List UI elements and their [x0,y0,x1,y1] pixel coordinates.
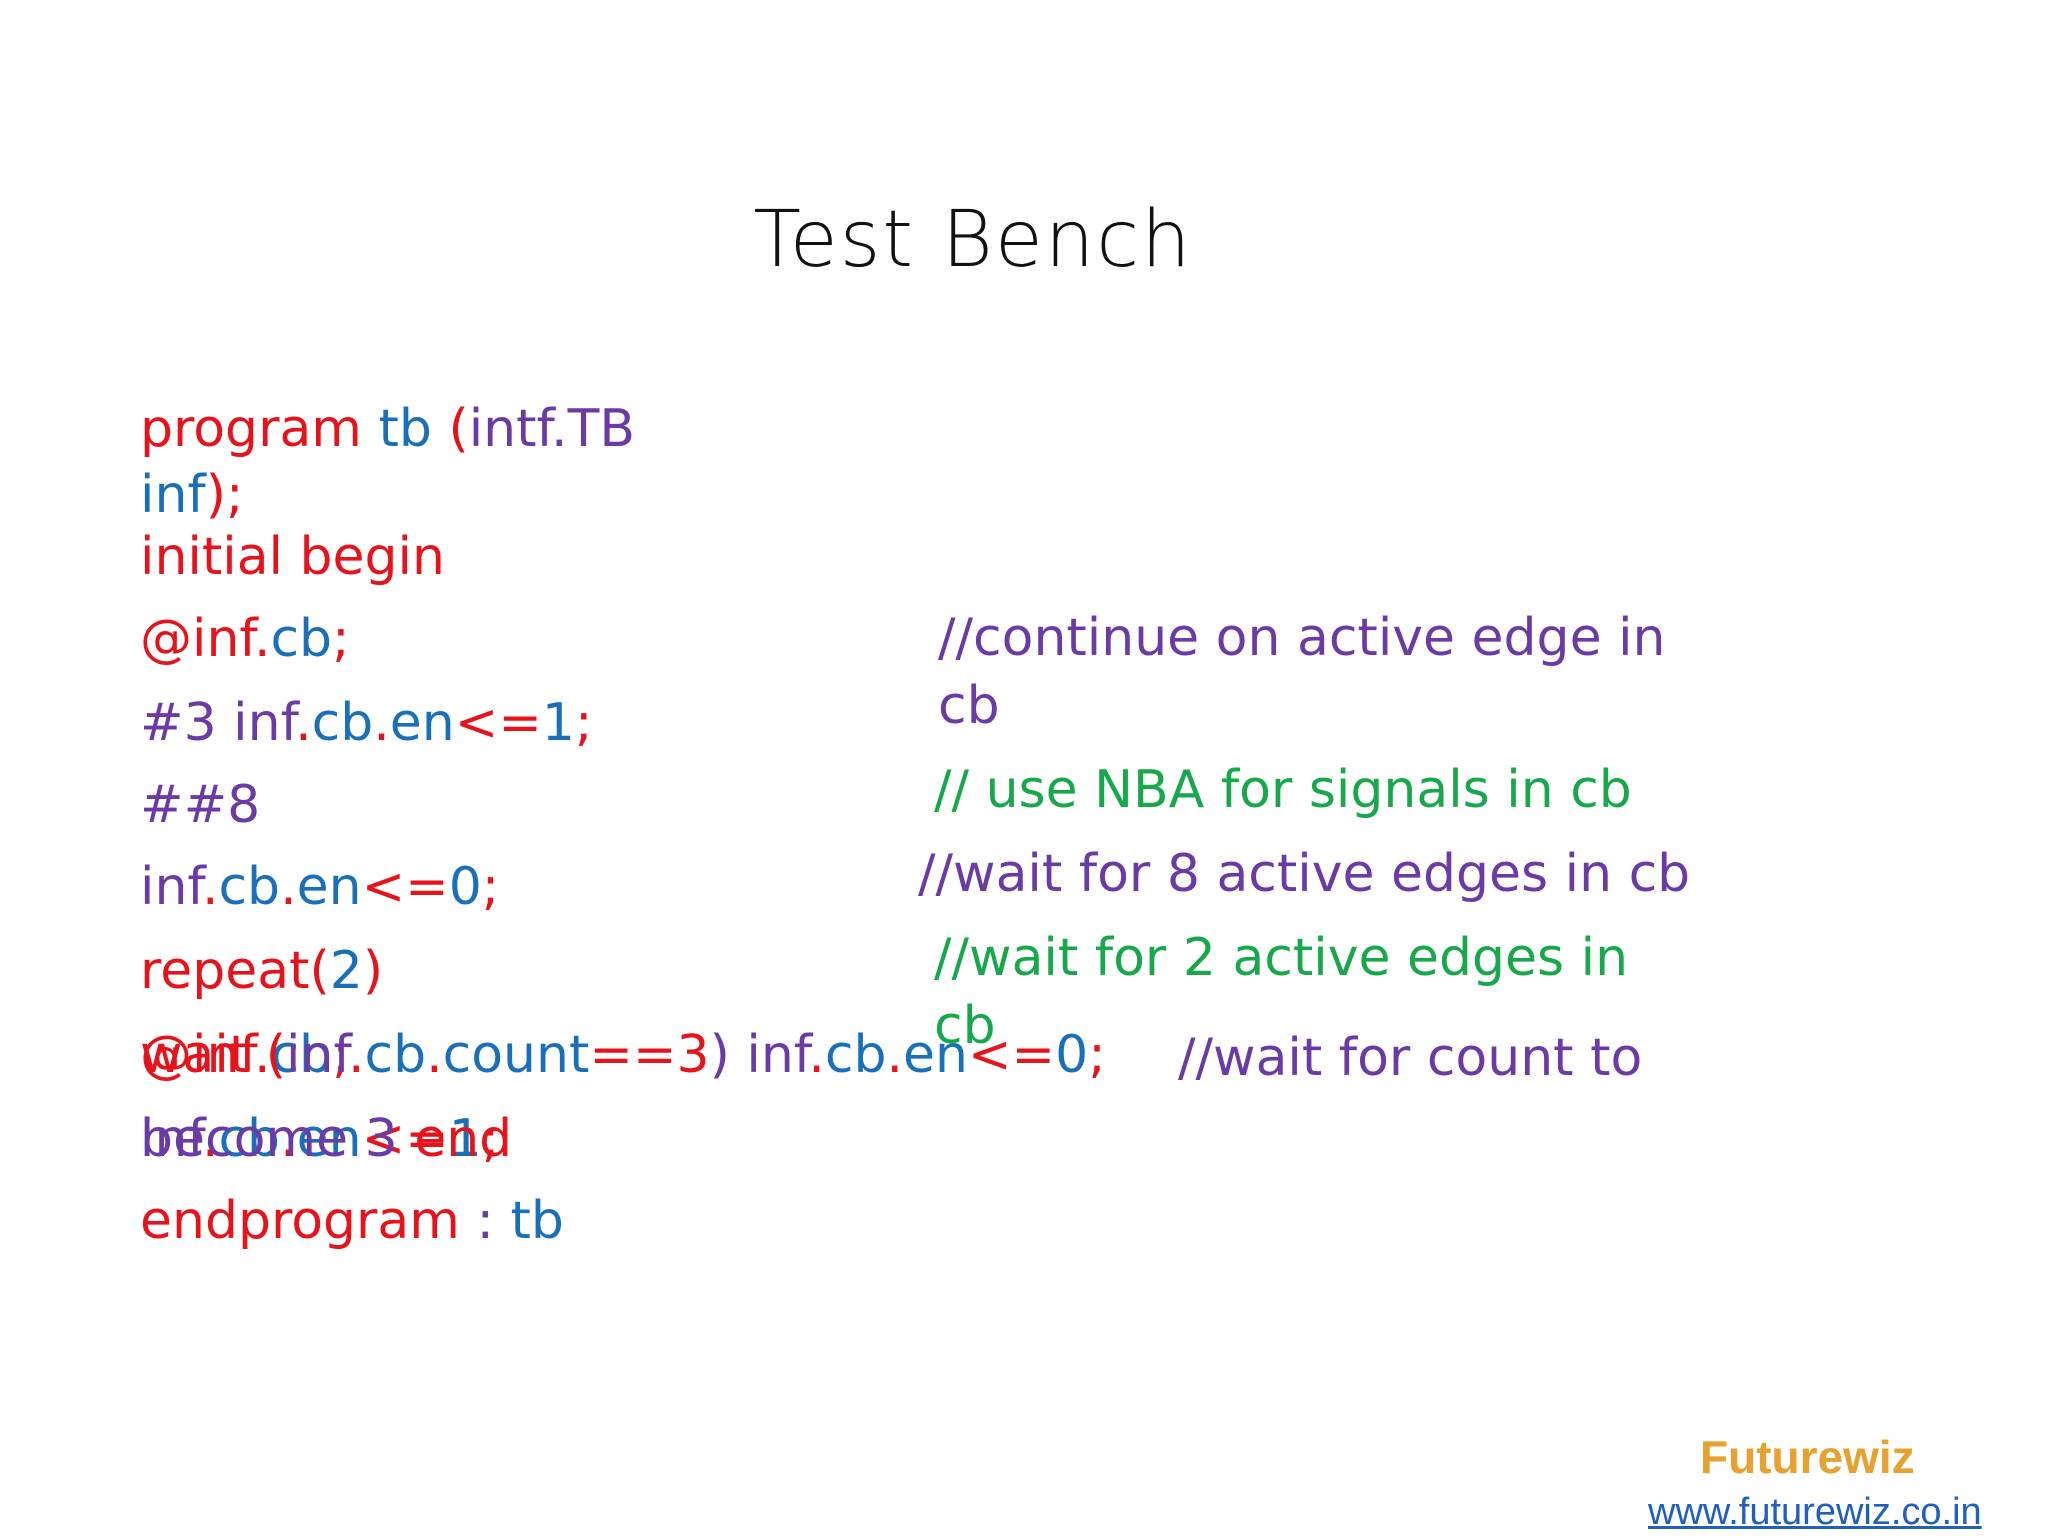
code-token: <= [361,1109,449,1169]
code-token: cb [218,1109,281,1169]
code-token: end [414,1109,513,1169]
code-token: . [295,693,312,753]
code-token: inf [286,1025,348,1085]
code-token: ; [481,1109,500,1169]
code-token: become 3 [140,1109,415,1169]
code-token: ) [362,941,384,1001]
comment-use-nba: // use NBA for signals in cb [934,760,1632,820]
code-line-wait-count: wait (inf.cb.count==3) inf.cb.en<=0; [140,1024,1106,1086]
code-token: ; [1088,1025,1106,1085]
code-line-en-zero: inf.cb.en<=0; [140,856,499,918]
code-token: . [373,693,390,753]
code-token: ; [574,693,593,753]
code-token: . [347,1025,365,1085]
comment-wait-8-edges: //wait for 8 active edges in cb [918,844,1691,904]
code-token: repeat [140,941,310,1001]
code-token: cb [270,1025,333,1085]
code-token: cb [218,857,281,917]
code-token: en [389,693,455,753]
code-token: cb [311,693,374,753]
code-token: ); [205,465,244,525]
code-token: 0 [448,857,482,917]
code-token: 0 [1055,1025,1089,1085]
code-token: ==3 [589,1025,710,1085]
code-token: : [459,1191,511,1251]
code-token: en [903,1025,968,1085]
code-token: 1 [448,1109,482,1169]
code-token: 2 [329,941,363,1001]
code-token: ) inf [709,1025,809,1085]
code-line-clock-wait-2: @inf.cb; [140,1024,350,1086]
code-token: tb [361,399,449,459]
code-token: @inf [140,1025,254,1085]
code-line-program-cont: inf); [140,464,244,526]
code-token: en [296,857,362,917]
code-token: cb [364,1025,427,1085]
code-line-become-end: become 3 end [140,1108,512,1170]
code-line-clock-wait: @inf.cb; [140,608,350,670]
code-token: <= [967,1025,1056,1085]
code-token: ; [481,857,500,917]
code-token: en [296,1109,362,1169]
code-token: wait ( [140,1025,287,1085]
code-token: 1 [541,693,575,753]
comment-wait-count: //wait for count to [1178,1028,1643,1088]
code-line-repeat: repeat(2) [140,940,383,1002]
code-token: cb [270,609,333,669]
code-token: . [280,1109,297,1169]
code-token: intf.TB [468,399,636,459]
code-token: ( [309,941,330,1001]
comment-continue-edge: //continue on active edge in cb [938,608,1666,736]
code-token: . [201,857,219,917]
code-token: inf [140,465,206,525]
code-token: @inf [140,609,254,669]
code-line-program: program tb (intf.TB [140,398,635,460]
comment-wait-2-edges: //wait for 2 active edges in cb [934,928,1629,1056]
code-token: tb [510,1191,564,1251]
code-token: . [253,609,271,669]
code-token: count [442,1025,590,1085]
code-token: endprogram [140,1191,460,1251]
code-token: <= [361,857,449,917]
website-link[interactable]: www.futurewiz.co.in [1648,1491,1982,1533]
code-line-delay-en: #3 inf.cb.en<=1; [140,692,593,754]
code-token: . [886,1025,904,1085]
code-line-initial: initial begin [140,527,445,587]
futurewiz-logo: Futurewiz [1700,1431,1915,1483]
code-token: . [280,857,297,917]
code-token: program [140,399,362,459]
slide-title: Test Bench [753,195,1193,285]
code-token: ; [332,1025,350,1085]
code-token: . [253,1025,271,1085]
code-token: #3 inf [140,693,296,753]
code-token: ; [332,609,350,669]
code-line-cycle-delay: ##8 [140,775,261,835]
code-token: inf [140,857,202,917]
code-token: . [426,1025,443,1085]
code-token: inf [140,1109,202,1169]
code-token: . [201,1109,219,1169]
code-line-en-one: inf.cb.en<=1; [140,1108,499,1170]
code-token: <= [454,693,542,753]
code-line-endprogram: endprogram : tb [140,1190,564,1252]
code-token: ( [448,399,469,459]
code-token: . [808,1025,825,1085]
code-token: cb [824,1025,887,1085]
